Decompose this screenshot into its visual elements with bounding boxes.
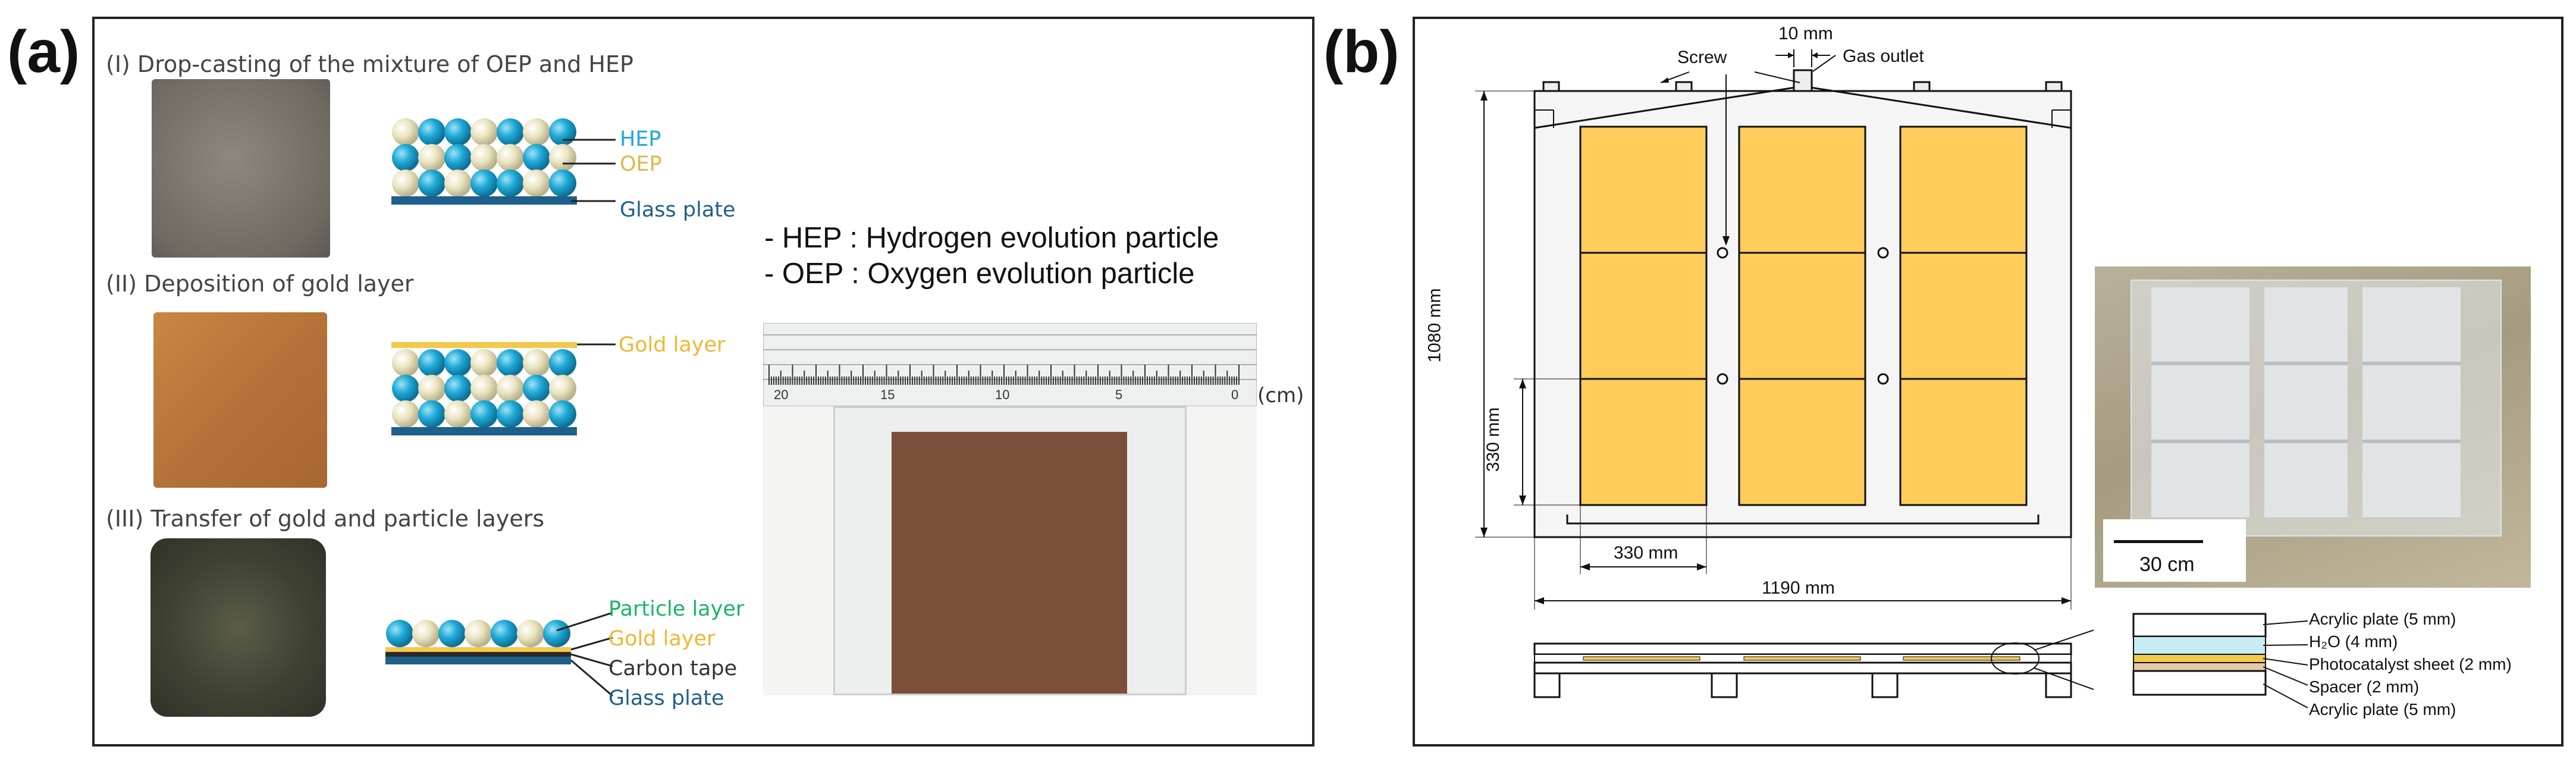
label-width-1190: 1190 mm — [1762, 578, 1835, 598]
label-carbon-tape: Carbon tape — [608, 657, 738, 680]
photo-transferred-layers — [150, 538, 326, 717]
label-gas-outlet: Gas outlet — [1843, 46, 1924, 66]
layer-label-spacer: Spacer (2 mm) — [2309, 678, 2420, 696]
ruler-unit: (cm) — [1257, 384, 1304, 407]
photo-tiles-col2 — [2264, 287, 2348, 518]
label-height-1080: 1080 mm — [1425, 288, 1445, 363]
ruler-tick-labels: 20 15 10 5 0 — [774, 387, 1238, 402]
ruler-tick-15: 15 — [880, 387, 895, 402]
step-3-title: (III) Transfer of gold and particle laye… — [106, 506, 545, 532]
scale-bar-line — [2114, 540, 2203, 543]
label-screw: Screw — [1677, 48, 1727, 67]
label-10mm: 10 mm — [1778, 24, 1833, 43]
label-oep: OEP — [620, 152, 662, 176]
label-tile-width-330: 330 mm — [1614, 543, 1678, 563]
panel-a-letter: (a) — [7, 18, 80, 85]
scale-bar-box — [2103, 519, 2246, 582]
scale-bar-label: 30 cm — [2139, 553, 2195, 576]
label-tile-height-330: 330 mm — [1483, 407, 1504, 472]
label-particle-layer: Particle layer — [608, 597, 745, 621]
label-hep: HEP — [620, 127, 661, 151]
photo-oep-hep-film — [152, 79, 330, 258]
ruler: 20 15 10 5 0 — [763, 323, 1257, 406]
photo-tiles-col1 — [2151, 287, 2249, 518]
gold-sheet — [892, 432, 1127, 694]
diagram-step1-particles — [391, 118, 616, 205]
label-glass-plate-1: Glass plate — [620, 198, 736, 222]
layer-leader-lines — [2263, 620, 2308, 708]
reactor-top-view — [1475, 49, 2094, 698]
label-gold-layer-3: Gold layer — [608, 627, 716, 651]
layer-label-acrylic-top: Acrylic plate (5 mm) — [2309, 610, 2456, 628]
definition-oep: - OEP : Oxygen evolution particle — [764, 258, 1195, 290]
diagram-step3-transfer — [385, 611, 613, 697]
panel-b-letter: (b) — [1323, 18, 1400, 85]
ruler-tick-20: 20 — [774, 387, 788, 402]
definition-hep: - HEP : Hydrogen evolution particle — [764, 222, 1219, 254]
diagram-step2-gold — [391, 342, 616, 435]
step-2-title: (II) Deposition of gold layer — [106, 271, 414, 297]
layer-label-water: H₂O (4 mm) — [2309, 632, 2398, 651]
photo-panel-reactor: 30 cm — [2095, 266, 2531, 588]
layer-label-acrylic-bottom: Acrylic plate (5 mm) — [2309, 700, 2456, 719]
label-gold-layer-2: Gold layer — [619, 333, 726, 357]
layer-label-photocatalyst: Photocatalyst sheet (2 mm) — [2309, 655, 2512, 673]
step-1-title: (I) Drop-casting of the mixture of OEP a… — [106, 51, 633, 77]
layer-cross-section — [2132, 613, 2267, 696]
label-glass-plate-3: Glass plate — [608, 686, 724, 710]
ruler-tick-10: 10 — [995, 387, 1009, 402]
photo-tiles-col3 — [2362, 287, 2461, 518]
ruler-tick-0: 0 — [1231, 387, 1238, 402]
photo-gold-layer — [153, 312, 327, 488]
ruler-tick-5: 5 — [1115, 387, 1122, 402]
